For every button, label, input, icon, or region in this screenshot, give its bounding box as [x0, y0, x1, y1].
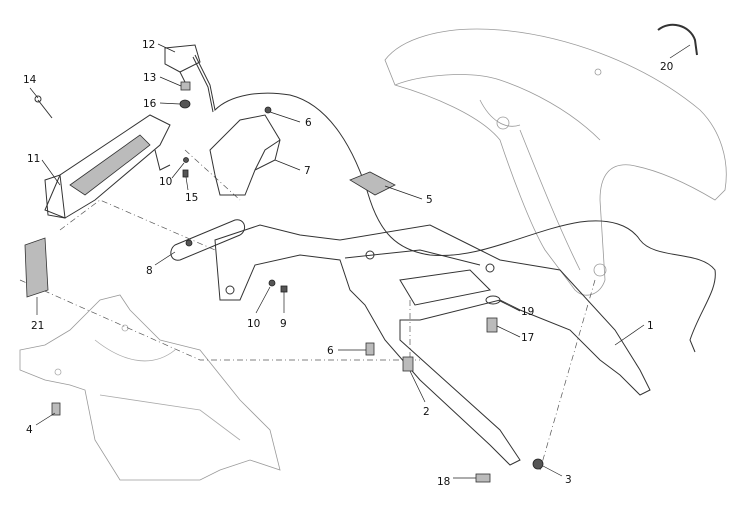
- part-1-rear-frame: [214, 224, 651, 466]
- part-13-grommet: [180, 81, 191, 91]
- label-10a: 10: [159, 176, 172, 188]
- label-2: 2: [423, 406, 430, 418]
- assembly-lines: [19, 149, 596, 471]
- part-8-pad-hole: [185, 239, 193, 247]
- part-18-screw: [475, 473, 491, 483]
- label-21: 21: [31, 320, 44, 332]
- part-15-nut: [182, 169, 189, 178]
- label-4: 4: [26, 424, 33, 436]
- label-14: 14: [23, 74, 37, 86]
- part-11-plate-holder: [44, 114, 171, 219]
- label-8: 8: [146, 265, 153, 277]
- label-7: 7: [304, 165, 311, 177]
- part-6-screw-top: [264, 106, 272, 114]
- label-18: 18: [437, 476, 450, 488]
- label-1: 1: [647, 320, 654, 332]
- cable: [192, 54, 716, 353]
- part-10-washer: [183, 157, 189, 163]
- leader-lines: [29, 43, 691, 479]
- label-20: 20: [660, 61, 673, 73]
- part-8-pad: [170, 219, 246, 261]
- part-10-washer-b: [268, 279, 276, 287]
- part-20-cable-tie: [657, 23, 698, 56]
- label-9: 9: [280, 318, 287, 330]
- part-21-reflector: [24, 237, 49, 298]
- part-9-nut: [280, 285, 288, 293]
- label-15: 15: [185, 192, 198, 204]
- label-11: 11: [27, 153, 40, 165]
- part-16-nut: [179, 99, 191, 109]
- part-12-connector: [164, 44, 201, 83]
- label-17: 17: [521, 332, 534, 344]
- tail-fairing: [384, 28, 727, 296]
- label-19: 19: [521, 306, 534, 318]
- label-6a: 6: [305, 117, 312, 129]
- part-7-bracket: [209, 114, 281, 196]
- label-16: 16: [143, 98, 157, 110]
- label-3: 3: [565, 474, 572, 486]
- label-5: 5: [426, 194, 433, 206]
- part-14-screw-head: [34, 95, 42, 103]
- label-12: 12: [142, 39, 155, 51]
- part-6-screw-b: [365, 342, 375, 356]
- label-10b: 10: [247, 318, 260, 330]
- part-labels: 12 13 16 14 6 7 11 10 15 5 8 21 10 9 19 …: [23, 39, 673, 488]
- part-14-screw: [37, 99, 53, 119]
- part-17-screw: [486, 317, 498, 333]
- part-5-rubber: [349, 171, 396, 196]
- part-3-nut: [532, 458, 544, 470]
- part-4-screw: [51, 402, 61, 416]
- rear-mudguard: [19, 294, 281, 481]
- label-13: 13: [143, 72, 156, 84]
- part-19-washer: [485, 295, 501, 305]
- label-6b: 6: [327, 345, 334, 357]
- part-2-clip: [402, 356, 414, 372]
